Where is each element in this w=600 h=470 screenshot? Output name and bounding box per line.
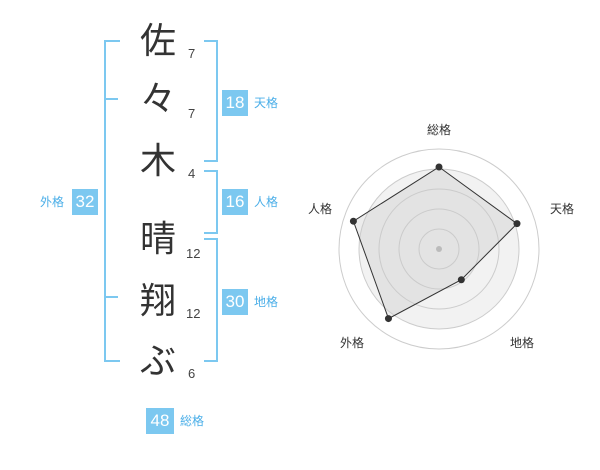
radar-label-tenkaku: 天格: [550, 201, 574, 216]
name-char-4: 晴: [139, 219, 176, 260]
name-char-6: ぶ: [139, 341, 176, 382]
stroke-count-5: 12: [186, 306, 201, 321]
tenkaku-label: 天格: [254, 96, 279, 110]
radar-point: [384, 315, 392, 323]
radar-point: [513, 220, 521, 228]
name-char-1: 佐: [139, 21, 176, 62]
tenkaku-bracket: [204, 40, 218, 162]
name-char-5: 翔: [139, 281, 176, 322]
radar-point: [457, 276, 465, 284]
chikaku-value: 30: [222, 289, 248, 315]
stroke-count-2: 7: [188, 106, 196, 121]
radar-label-soukaku: 総格: [427, 122, 451, 137]
soukaku-label: 総格: [180, 414, 205, 428]
radar-points: [349, 163, 521, 323]
radar-label-gaikaku: 外格: [340, 335, 364, 350]
chikaku-bracket: [204, 238, 218, 362]
name-char-2: 々: [139, 79, 176, 120]
stroke-count-3: 4: [188, 166, 196, 181]
tenkaku-value: 18: [222, 90, 248, 116]
stroke-count-4: 12: [186, 246, 201, 261]
radar-point: [349, 217, 357, 225]
gaikaku-label: 外格: [40, 195, 65, 209]
radar-label-chikaku: 地格: [510, 335, 534, 350]
radar-label-jinkaku: 人格: [308, 201, 332, 216]
gaikaku-bracket-tick: [104, 98, 118, 100]
radar-center-dot: [436, 246, 442, 252]
radar-series-polygon: [352, 166, 518, 320]
jinkaku-label: 人格: [254, 195, 279, 209]
gaikaku-value: 32: [72, 189, 98, 215]
stroke-count-1: 7: [188, 46, 196, 61]
soukaku-value: 48: [146, 408, 174, 434]
stroke-count-6: 6: [188, 366, 196, 381]
radar-point: [435, 163, 443, 171]
chikaku-label: 地格: [254, 295, 279, 309]
jinkaku-bracket: [204, 170, 218, 234]
name-char-3: 木: [139, 141, 176, 182]
gaikaku-bracket-tick: [104, 296, 118, 298]
gaikaku-bracket: [104, 40, 120, 362]
jinkaku-value: 16: [222, 189, 248, 215]
